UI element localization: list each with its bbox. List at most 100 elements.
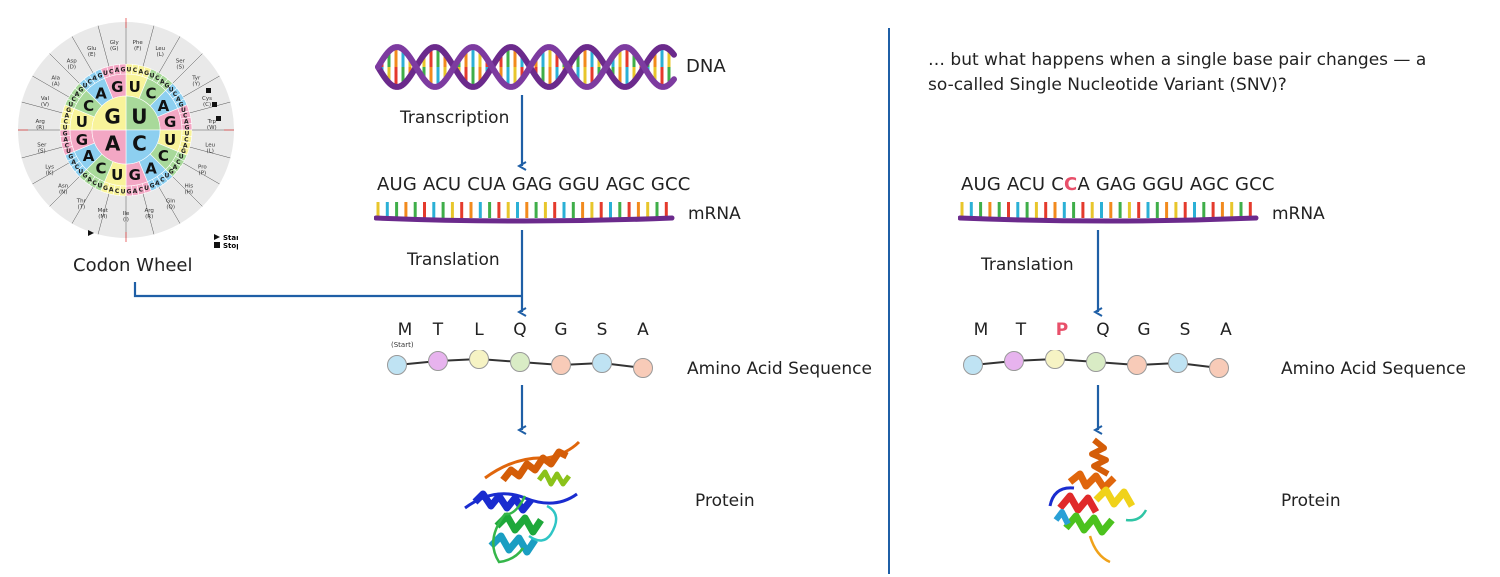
left-connectors [133,95,900,577]
wheel-amino-acid-label: Ile(I) [123,211,130,223]
wheel-amino-acid-label: His(H) [185,184,194,196]
amino-acid-letter: T [1015,320,1027,340]
codon: GGU [1142,174,1184,195]
wheel-third-base: C [184,136,189,143]
wheel-sector [125,129,161,165]
translation-label-right: Translation [981,255,1074,275]
wheel-third-base: U [165,173,170,180]
start-triangle-icon [88,230,94,236]
wheel-spoke [71,36,94,73]
wheel-amino-acid-label: Glu(E) [87,46,96,58]
wheel-third-base: C [139,187,144,194]
wheel-inner-base: G [104,105,120,129]
wheel-third-base: A [63,136,68,143]
wheel-third-base: G [150,183,155,190]
codon: AGC [1189,174,1230,195]
mutated-mrna-codon-sequence: AUG ACU CCA GAG GGU AGC GCC [961,174,1275,195]
panel-divider [888,28,890,574]
wheel-third-base: U [127,67,132,74]
codon: GCC [1234,174,1275,195]
aa-sequence-label-right: Amino Acid Sequence [1281,359,1466,379]
wheel-third-base: A [173,164,178,171]
wheel-inner-base: A [105,131,121,155]
snv-question: … but what happens when a single base pa… [928,48,1426,98]
amino-acid-bead [1168,353,1188,373]
wheel-third-base: G [169,168,174,175]
wheel-amino-acid-label: Pro(P) [198,165,207,177]
wheel-spoke [32,75,69,98]
wheel-third-base: A [64,113,69,120]
wheel-third-base: U [184,130,189,137]
wheel-third-base: G [181,148,186,155]
wheel-third-base: G [179,101,184,108]
aa-sequence-label: Amino Acid Sequence [687,359,872,379]
mutated-codon-prefix: C [1051,174,1065,195]
wheel-third-base: U [169,87,174,94]
wheel-third-base: A [75,91,80,98]
codon: ACU [1006,174,1046,195]
wheel-amino-acid-label: Cys(C) [202,96,212,108]
codon: AUG [961,174,1002,195]
mutated-mrna-strand [958,202,1259,224]
translation-label: Translation [407,250,500,270]
amino-acid-bead [469,350,489,369]
amino-acid-letter: A [1220,320,1232,340]
wheel-third-base: U [78,168,83,175]
stop-square-icon [206,88,211,93]
wheel-second-base: A [83,147,95,165]
wheel-third-base: G [127,188,132,195]
wheel-third-base: C [183,113,188,120]
wheel-spoke [21,146,63,159]
wheel-third-base: U [103,70,108,77]
wheel-sector [125,95,161,131]
wheel-third-base: C [87,79,92,86]
wheel-spoke [49,176,80,207]
wheel-second-base: G [129,166,141,184]
wheel-spoke [142,193,155,235]
mrna-backbone [958,215,1259,224]
wheel-spoke [49,53,80,84]
codon-wheel-legend: Start Stop [214,234,238,250]
codon: CUA [467,174,506,195]
wheel-amino-acid-label: Phe(F) [133,40,144,52]
wheel-third-base: U [181,107,186,114]
wheel-second-base: A [158,97,170,115]
wheel-spoke [97,193,110,235]
wheel-spoke [189,146,231,159]
wheel-third-base: G [78,87,83,94]
snv-question-line-2: so-called Single Nucleotide Variant (SNV… [928,75,1287,95]
wheel-second-base: A [95,85,107,103]
dna-label: DNA [686,56,726,77]
amino-acid-bead [1004,351,1024,371]
wheel-second-base: U [76,113,88,131]
amino-acid-bead [963,355,983,375]
wheel-amino-acid-label: Ala(A) [51,75,60,87]
wheel-third-base: G [83,173,88,180]
wheel-third-base: A [109,187,114,194]
wheel-third-base: U [63,125,68,132]
mrna-strand [374,202,675,224]
wheel-third-base: C [92,180,97,187]
wheel-third-base: A [184,119,189,126]
mutated-protein-structure [1048,437,1148,564]
mutated-amino-acid-letter: P [1055,320,1069,340]
amino-acid-letter: G [1137,320,1151,340]
wheel-third-base: C [115,188,120,195]
wheel-third-base: G [103,185,108,192]
dna-backbone [375,44,677,90]
wheel-third-base: C [65,142,70,149]
wheel-spoke [97,25,110,67]
wheel-spoke [21,101,63,114]
wheel-second-base: C [145,85,156,103]
amino-acid-letter: G [554,320,568,340]
wheel-third-base: G [97,72,102,79]
mrna-label-right: mRNA [1272,204,1325,224]
amino-acid-bead [1086,352,1106,372]
wheel-second-base: C [158,147,169,165]
amino-acid-letter: M [973,320,989,340]
mutated-base: C [1064,174,1078,195]
wheel-third-base: C [63,119,68,126]
wheel-third-base: A [71,159,76,166]
wheel-third-base: U [66,148,71,155]
wheel-inner-base: U [131,105,147,129]
